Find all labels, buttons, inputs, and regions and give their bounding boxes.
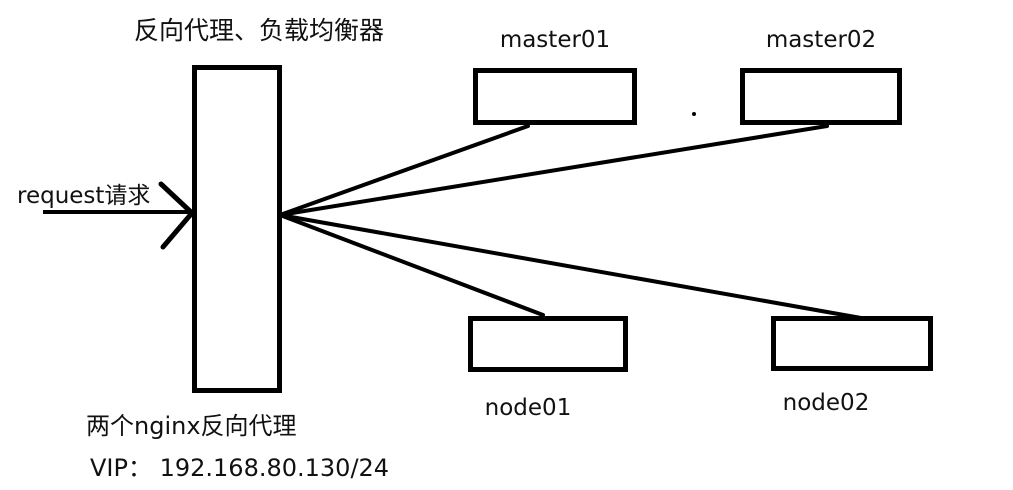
server-label-master02: master02	[765, 27, 877, 53]
edge-proxy-master01	[278, 124, 530, 217]
server-box-master02	[740, 68, 902, 125]
stray-dot	[692, 112, 696, 116]
request-label: request请求	[17, 183, 151, 209]
edge-proxy-node01	[278, 213, 545, 317]
edge-proxy-master02	[278, 124, 829, 217]
server-label-master01: master01	[499, 27, 611, 53]
server-box-node02	[771, 316, 933, 371]
edge-proxy-node02	[278, 213, 863, 320]
server-label-node01: node01	[484, 395, 572, 421]
proxy-box	[192, 65, 282, 393]
request-arrow-head	[158, 181, 196, 250]
diagram-title: 反向代理、负载均衡器	[134, 16, 385, 45]
server-label-node02: node02	[782, 390, 870, 416]
server-box-node01	[468, 316, 628, 372]
proxy-note-line1: 两个nginx反向代理	[86, 412, 297, 440]
server-box-master01	[473, 68, 637, 125]
proxy-note-vip: VIP： 192.168.80.130/24	[90, 454, 390, 482]
